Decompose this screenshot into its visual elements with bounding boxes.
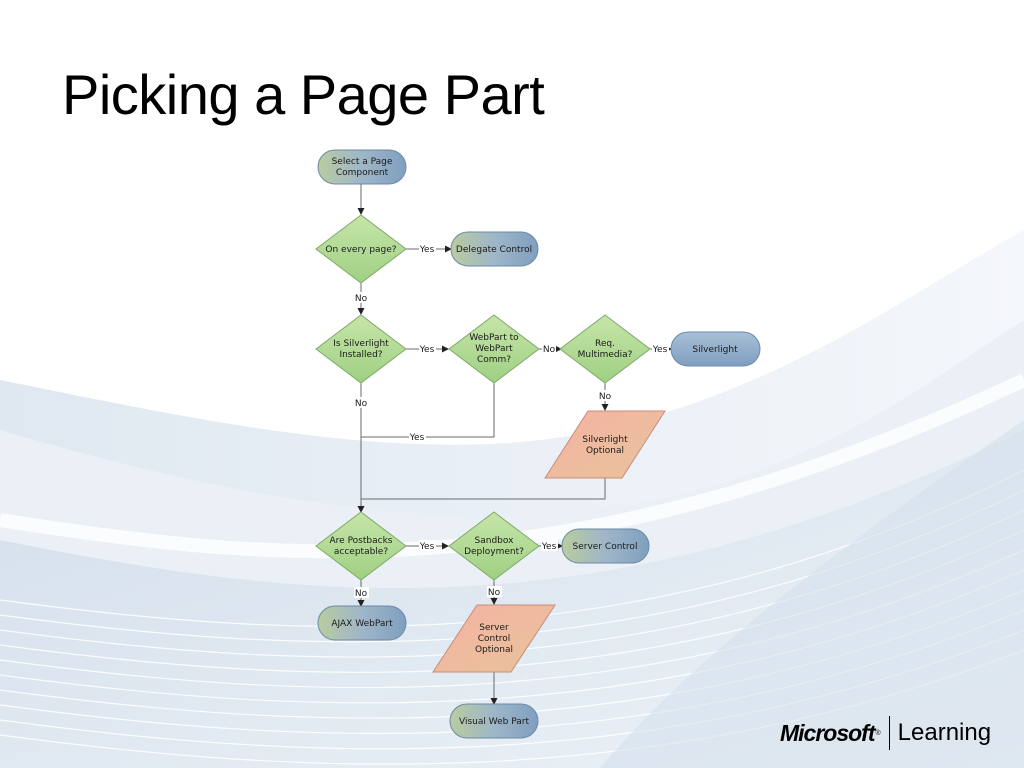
node-silverlight: Silverlight	[670, 331, 761, 367]
edge-label-every-page-no: No	[355, 294, 368, 304]
decision-every-page: On every page?	[315, 214, 407, 284]
node-start-line-2: Component	[336, 168, 389, 178]
decision-postbacks-line-2: acceptable?	[334, 547, 388, 557]
logo-divider	[888, 716, 890, 750]
node-start-line-1: Select a Page	[332, 157, 393, 167]
edge-label-sandbox-no: No	[488, 588, 501, 598]
microsoft-wordmark: Microsoft	[780, 719, 875, 746]
decision-webpart-comm-line-3: Comm?	[477, 355, 511, 365]
decision-webpart-comm-line-1: WebPart to	[469, 333, 519, 343]
decision-every-page-label: On every page?	[325, 245, 396, 255]
edge-comm-yes	[361, 383, 495, 438]
node-server-control-label: Server Control	[573, 542, 638, 552]
node-server-control-optional: Server Control Optional	[432, 604, 556, 673]
node-visual-web-part: Visual Web Part	[449, 703, 539, 739]
node-delegate-control-label: Delegate Control	[456, 245, 532, 255]
edge-labels: Yes No Yes No Yes No No Yes Yes Yes No N…	[354, 243, 669, 599]
node-silverlight-optional-line-2: Optional	[586, 446, 624, 456]
edge-label-comm-yes: Yes	[409, 433, 425, 443]
edge-label-sandbox-yes: Yes	[541, 542, 557, 552]
node-server-control-optional-line-2: Control	[478, 634, 511, 644]
decision-postbacks: Are Postbacks acceptable?	[315, 511, 407, 581]
edge-optional-merge	[361, 478, 606, 500]
decision-webpart-comm-line-2: WebPart	[475, 344, 513, 354]
trademark-symbol: ®	[875, 729, 881, 737]
decision-multimedia: Req. Multimedia?	[559, 314, 651, 384]
node-visual-web-part-label: Visual Web Part	[459, 717, 529, 727]
decision-sandbox-line-1: Sandbox	[475, 536, 515, 546]
decision-silverlight-installed-line-2: Installed?	[339, 350, 382, 360]
decision-postbacks-line-1: Are Postbacks	[330, 536, 393, 546]
node-silverlight-label: Silverlight	[692, 345, 738, 355]
decision-webpart-comm: WebPart to WebPart Comm?	[448, 314, 540, 384]
node-server-control-optional-line-1: Server	[479, 623, 509, 633]
decision-silverlight-installed-line-1: Is Silverlight	[333, 339, 389, 349]
edge-label-postbacks-no: No	[355, 589, 368, 599]
node-server-control: Server Control	[561, 528, 650, 564]
node-silverlight-optional: Silverlight Optional	[544, 410, 666, 479]
edge-label-installed-no: No	[355, 399, 368, 409]
node-server-control-optional-line-3: Optional	[475, 645, 513, 655]
edge-label-postbacks-yes: Yes	[419, 542, 435, 552]
edge-label-comm-no: No	[543, 345, 556, 355]
edge-label-multimedia-yes: Yes	[652, 345, 668, 355]
node-start: Select a Page Component	[317, 149, 407, 185]
decision-sandbox: Sandbox Deployment?	[448, 511, 540, 581]
edge-label-multimedia-no: No	[599, 392, 612, 402]
edge-label-every-page-yes: Yes	[419, 245, 435, 255]
decision-sandbox-line-2: Deployment?	[464, 547, 524, 557]
learning-wordmark: Learning	[897, 719, 992, 746]
decision-multimedia-line-2: Multimedia?	[578, 350, 633, 360]
decision-multimedia-line-1: Req.	[595, 339, 615, 349]
edge-label-installed-yes: Yes	[419, 345, 435, 355]
node-ajax-webpart-label: AJAX WebPart	[331, 619, 393, 629]
node-silverlight-optional-line-1: Silverlight	[582, 435, 628, 445]
node-ajax-webpart: AJAX WebPart	[317, 605, 407, 641]
decision-silverlight-installed: Is Silverlight Installed?	[315, 314, 407, 384]
node-delegate-control: Delegate Control	[450, 231, 539, 267]
slide-title: Picking a Page Part	[62, 63, 545, 126]
microsoft-learning-logo: Microsoft ® Learning	[780, 713, 991, 753]
